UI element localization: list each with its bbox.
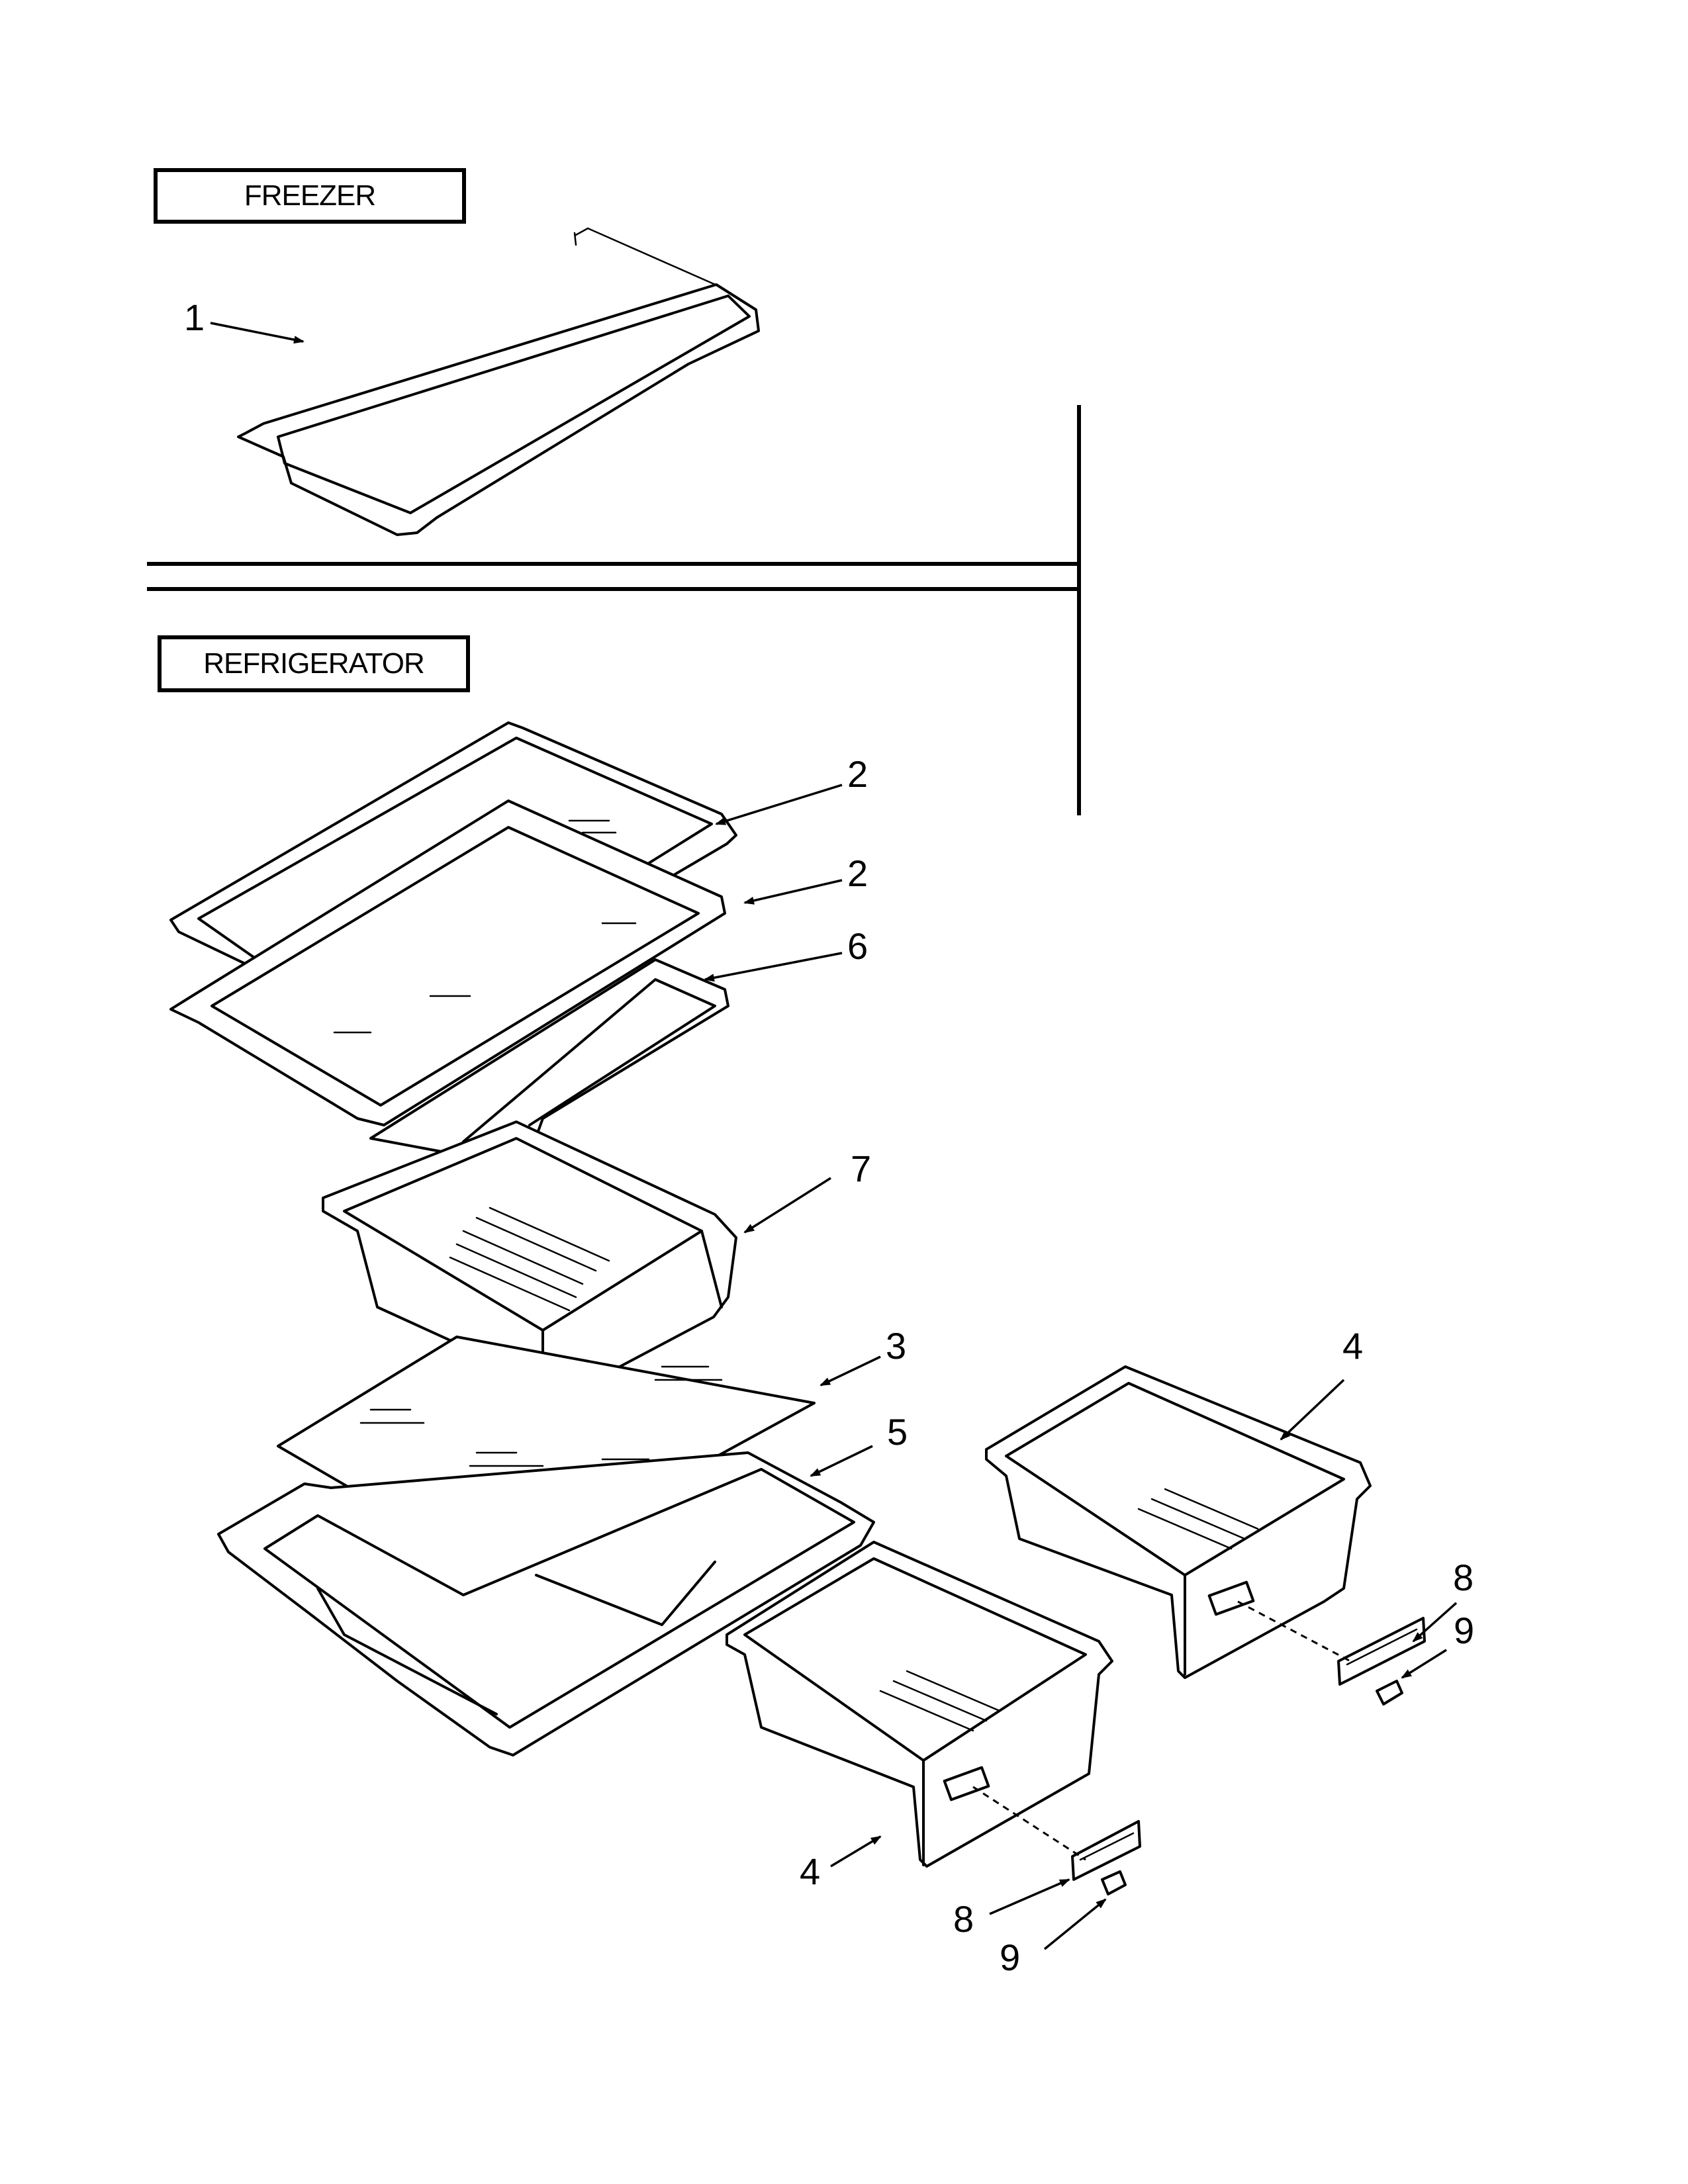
- crisper-frame-part-5: [217, 1451, 875, 1756]
- clip-part-9-right: [1376, 1680, 1403, 1706]
- callout-4: 4: [1342, 1325, 1364, 1367]
- refrigerator-label-text: REFRIGERATOR: [203, 647, 425, 680]
- callout-7: 7: [851, 1148, 872, 1189]
- refrigerator-section-label: REFRIGERATOR: [158, 635, 470, 692]
- leader-arrows: [210, 322, 1458, 1950]
- handle-part-8-right: [1337, 1617, 1426, 1686]
- callout-8: 8: [953, 1898, 974, 1940]
- clip-part-9-front: [1101, 1870, 1127, 1895]
- handle-part-8-front: [1071, 1820, 1141, 1881]
- callout-9: 9: [1454, 1610, 1475, 1651]
- section-divider: [147, 405, 1081, 815]
- callout-9: 9: [1000, 1936, 1021, 1978]
- callout-8: 8: [1453, 1557, 1474, 1598]
- freezer-shelf-part-1: [237, 227, 760, 536]
- glass-shelf-part-2-second: [169, 799, 726, 1126]
- freezer-section-label: FREEZER: [154, 168, 466, 224]
- callout-5: 5: [887, 1411, 908, 1453]
- callout-1: 1: [184, 296, 205, 338]
- callout-2: 2: [847, 753, 868, 795]
- crisper-pan-part-4-front: [726, 1541, 1113, 1868]
- freezer-label-text: FREEZER: [244, 179, 376, 212]
- callout-6: 6: [847, 925, 868, 967]
- callout-4: 4: [800, 1850, 821, 1892]
- callout-3: 3: [886, 1325, 907, 1367]
- crisper-drawer-part-7: [322, 1120, 737, 1399]
- drawer-ribs: [449, 1206, 610, 1312]
- crisper-pan-part-4-right: [985, 1365, 1372, 1679]
- callout-2: 2: [847, 852, 868, 894]
